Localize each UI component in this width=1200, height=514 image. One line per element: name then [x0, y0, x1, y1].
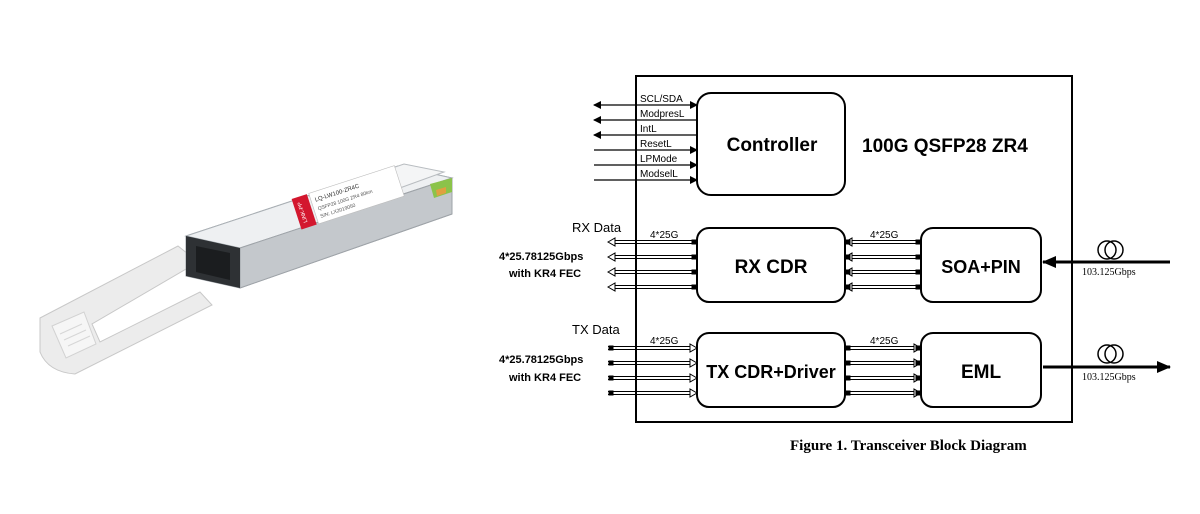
signal-modsell: ModselL: [640, 169, 678, 180]
rx-optical-lane-start-3: [845, 269, 851, 275]
tx-optical-lane-2: [845, 358, 923, 368]
tx-optical-lane-end-4: [915, 390, 921, 396]
module-title: 100G QSFP28 ZR4: [862, 136, 1028, 157]
signal-lpmode: LPMode: [640, 154, 678, 165]
rx-host-lane-2: [606, 252, 697, 262]
tx-lane-label-left: 4*25G: [650, 336, 679, 347]
eml-block: [920, 332, 1042, 408]
rx-lane-label-left: 4*25G: [650, 230, 679, 241]
tx-host-lane-2-head: [689, 358, 699, 368]
tx-host-lane-3-head: [689, 373, 699, 383]
tx-optical-lane-4: [845, 388, 923, 398]
rx-mid-lanes: [843, 237, 921, 292]
rx-host-lane-1-head: [606, 237, 616, 247]
rx-cdr-block: [696, 227, 846, 303]
tx-host-lane-4: [608, 388, 699, 398]
soa-pin-label: SOA+PIN: [941, 257, 1021, 277]
tx-lane-label-right: 4*25G: [870, 336, 899, 347]
signal-modpresl: ModpresL: [640, 109, 685, 120]
tx-optical-lane-end-2: [915, 360, 921, 366]
rx-optical-lane-start-1: [845, 239, 851, 245]
tx-cdr-driver-block: [696, 332, 846, 408]
signal-intl: IntL: [640, 124, 657, 135]
rx-host-lane-end-3: [691, 269, 697, 275]
rx-optical-lane-3: [843, 267, 921, 277]
tx-optical-lane-start-2: [845, 360, 851, 366]
control-signals: SCL/SDA ModpresL IntL ResetL LPMode Mods…: [593, 94, 698, 184]
tx-optical-rate: 103.125Gbps: [1082, 372, 1136, 383]
tx-host-lane-2: [608, 358, 699, 368]
tx-mid-lanes: [845, 343, 923, 398]
tx-host-lane-start-4: [608, 390, 614, 396]
signal-resetl: ResetL: [640, 139, 672, 150]
tx-host-lane-3: [608, 373, 699, 383]
product-photo: LINK-PP LQ-LW100-ZR4C QSFP28 100G ZR4 80…: [39, 163, 454, 375]
tx-optical-lane-start-3: [845, 375, 851, 381]
rx-host-lane-end-1: [691, 239, 697, 245]
rx-optical-lane-start-4: [845, 284, 851, 290]
rx-optical-lane-end-2: [915, 254, 921, 260]
rx-optical-lane-end-4: [915, 284, 921, 290]
rx-data-title: RX Data: [572, 220, 622, 235]
tx-fiber-coil-icon: [1097, 344, 1124, 364]
tx-optical-lane-end-3: [915, 375, 921, 381]
rx-host-lane-2-head: [606, 252, 616, 262]
rx-optical-lane-end-1: [915, 239, 921, 245]
controller-block: [696, 92, 846, 196]
soa-pin-block: [920, 227, 1042, 303]
rx-host-lane-3: [606, 267, 697, 277]
tx-host-lane-start-3: [608, 375, 614, 381]
rx-cdr-label: RX CDR: [735, 257, 808, 278]
tx-host-lane-1-head: [689, 343, 699, 353]
tx-optical-lane-3: [845, 373, 923, 383]
rx-left-lanes: [606, 237, 697, 292]
figure-caption: Figure 1. Transceiver Block Diagram: [790, 438, 1027, 454]
rx-optical-lane-start-2: [845, 254, 851, 260]
tx-left-lanes: [608, 343, 699, 398]
tx-optical-lane-end-1: [915, 345, 921, 351]
tx-host-lane-start-2: [608, 360, 614, 366]
controller-label: Controller: [727, 135, 818, 156]
rx-host-lane-end-4: [691, 284, 697, 290]
module-frame: [635, 75, 1073, 423]
tx-host-lane-start-1: [608, 345, 614, 351]
rx-fiber-coil-icon: [1097, 240, 1124, 260]
rx-host-lane-3-head: [606, 267, 616, 277]
rx-host-lane-end-2: [691, 254, 697, 260]
tx-optical-lane-start-4: [845, 390, 851, 396]
rx-optical-lane-4: [843, 282, 921, 292]
brand-stripe: [291, 194, 317, 230]
rx-rate-line2: with KR4 FEC: [508, 268, 581, 280]
tx-optical-lane-start-1: [845, 345, 851, 351]
rx-optical-lane-end-3: [915, 269, 921, 275]
tx-rate-line1: 4*25.78125Gbps: [499, 354, 583, 366]
signal-scl-sda: SCL/SDA: [640, 94, 683, 105]
eml-label: EML: [961, 362, 1002, 383]
tx-cdr-driver-label: TX CDR+Driver: [706, 362, 836, 382]
rx-optical-rate: 103.125Gbps: [1082, 267, 1136, 278]
product-label: LINK-PP LQ-LW100-ZR4C QSFP28 100G ZR4 80…: [291, 165, 405, 230]
tx-rate-line2: with KR4 FEC: [508, 372, 581, 384]
rx-host-lane-1: [606, 237, 697, 247]
rx-host-lane-4: [606, 282, 697, 292]
tx-host-lane-1: [608, 343, 699, 353]
rx-rate-line1: 4*25.78125Gbps: [499, 251, 583, 263]
rx-lane-label-right: 4*25G: [870, 230, 899, 241]
tx-data-title: TX Data: [572, 322, 620, 337]
pull-tab: [39, 245, 213, 375]
tx-host-lane-4-head: [689, 388, 699, 398]
rx-optical-lane-2: [843, 252, 921, 262]
rx-host-lane-4-head: [606, 282, 616, 292]
